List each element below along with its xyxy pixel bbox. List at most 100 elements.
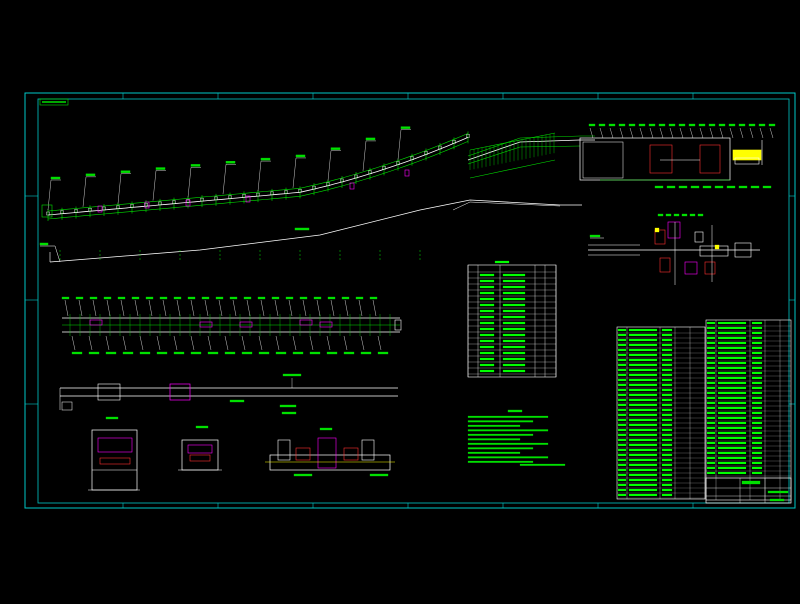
components-table-cell bbox=[479, 297, 495, 301]
bom-right-cell bbox=[751, 381, 763, 385]
notes-line bbox=[467, 456, 549, 459]
side-view-top-label bbox=[89, 296, 98, 300]
head-label-mark bbox=[638, 123, 646, 127]
tail-pulley-box bbox=[41, 204, 53, 218]
side-view-leader bbox=[162, 299, 167, 317]
components-table-cell bbox=[479, 321, 495, 325]
drive-top-label bbox=[681, 213, 688, 217]
drive-top-label bbox=[657, 213, 664, 217]
side-view-top-label bbox=[355, 296, 364, 300]
head-station-view bbox=[579, 123, 776, 189]
bom-right-cell bbox=[717, 331, 747, 335]
bom-right-cell bbox=[751, 371, 763, 375]
bom-right-cell bbox=[706, 456, 716, 460]
idler-roller bbox=[158, 201, 162, 206]
bom-left-cell bbox=[661, 468, 673, 472]
side-view-bottom-label bbox=[207, 351, 219, 355]
drive-top-label bbox=[665, 213, 672, 217]
bom-right-cell bbox=[706, 416, 716, 420]
tensioner-mark bbox=[349, 182, 355, 190]
side-view-bottom-label bbox=[275, 351, 287, 355]
components-table-cell bbox=[479, 303, 495, 307]
bom-right-cell bbox=[717, 326, 747, 330]
drive-motor-box-2 bbox=[659, 257, 671, 273]
side-view-tensioner bbox=[319, 321, 333, 328]
head-leader-line bbox=[759, 127, 764, 139]
head-leader-line bbox=[679, 127, 684, 139]
bom-left-cell bbox=[617, 373, 627, 377]
bom-left-cell bbox=[628, 463, 658, 467]
components-table-cell bbox=[502, 339, 526, 343]
bom-right-cell bbox=[751, 321, 763, 325]
leader-line bbox=[82, 176, 87, 207]
head-bottom-label bbox=[714, 185, 724, 189]
side-view-head bbox=[394, 319, 402, 331]
title-block bbox=[705, 477, 792, 504]
bom-left-cell bbox=[617, 393, 627, 397]
bom-right-cell bbox=[751, 346, 763, 350]
idler-roller bbox=[466, 134, 470, 138]
head-leader-line bbox=[629, 127, 634, 139]
bom-right-cell bbox=[706, 461, 716, 465]
label-mark bbox=[155, 167, 166, 170]
side-view-leader bbox=[330, 299, 335, 317]
head-building-outline bbox=[579, 137, 731, 181]
tensioner-mark bbox=[144, 201, 150, 209]
bom-left-cell bbox=[617, 468, 627, 472]
side-view-leader bbox=[246, 299, 251, 317]
bom-right-cell bbox=[717, 361, 747, 365]
bom-left-cell bbox=[617, 383, 627, 387]
bom-right-cell bbox=[706, 381, 716, 385]
label-mark bbox=[260, 157, 271, 161]
bom-right-cell bbox=[706, 401, 716, 405]
bom-right-cell bbox=[751, 396, 763, 400]
side-view-tensioner bbox=[199, 321, 213, 328]
side-view-leader bbox=[176, 299, 181, 317]
bom-left-cell bbox=[661, 328, 673, 332]
plan-strip-label bbox=[282, 373, 302, 377]
bom-right-cell bbox=[717, 321, 747, 325]
head-label-mark bbox=[748, 123, 756, 127]
components-table-cell bbox=[479, 327, 495, 331]
drive-unit-motor bbox=[277, 439, 291, 461]
bom-right-cell bbox=[751, 456, 763, 460]
gallery-line bbox=[452, 201, 561, 211]
components-table-cell bbox=[502, 303, 526, 307]
idler-roller bbox=[410, 156, 414, 160]
side-view-bottom-label bbox=[326, 351, 338, 355]
bom-right-cell bbox=[717, 436, 747, 440]
head-label-mark bbox=[658, 123, 666, 127]
side-view-leader-bottom bbox=[207, 335, 212, 351]
drive-reducer-box bbox=[667, 221, 681, 239]
bom-right-cell bbox=[717, 456, 747, 460]
bom-right-cell bbox=[717, 466, 747, 470]
side-view-leader-bottom bbox=[173, 335, 178, 351]
side-view-top-label bbox=[257, 296, 266, 300]
section-1-belt bbox=[97, 437, 133, 453]
bom-right-cell bbox=[751, 366, 763, 370]
bom-left-cell bbox=[617, 378, 627, 382]
bom-right-cell bbox=[717, 441, 747, 445]
bom-right-cell bbox=[706, 331, 716, 335]
side-view-leader-bottom bbox=[343, 335, 348, 351]
bom-right-cell bbox=[706, 441, 716, 445]
head-label-mark bbox=[678, 123, 686, 127]
bom-left-cell bbox=[617, 403, 627, 407]
bom-right-cell bbox=[706, 421, 716, 425]
head-bottom-label bbox=[738, 185, 748, 189]
drive-motor-box bbox=[654, 229, 666, 245]
side-view-bottom-label bbox=[309, 351, 321, 355]
bom-right-cell bbox=[751, 421, 763, 425]
bom-right-cell bbox=[717, 406, 747, 410]
bill-of-materials bbox=[616, 319, 792, 501]
bom-left-cell bbox=[617, 353, 627, 357]
drive-coupling-box bbox=[694, 231, 704, 243]
bom-left-cell bbox=[628, 403, 658, 407]
side-view-leader bbox=[372, 299, 377, 317]
side-view-top-label bbox=[215, 296, 224, 300]
leader-line bbox=[292, 157, 297, 188]
idler-roller bbox=[144, 202, 148, 207]
plan-strip-label-2 bbox=[229, 399, 245, 403]
idler-roller bbox=[396, 161, 400, 165]
